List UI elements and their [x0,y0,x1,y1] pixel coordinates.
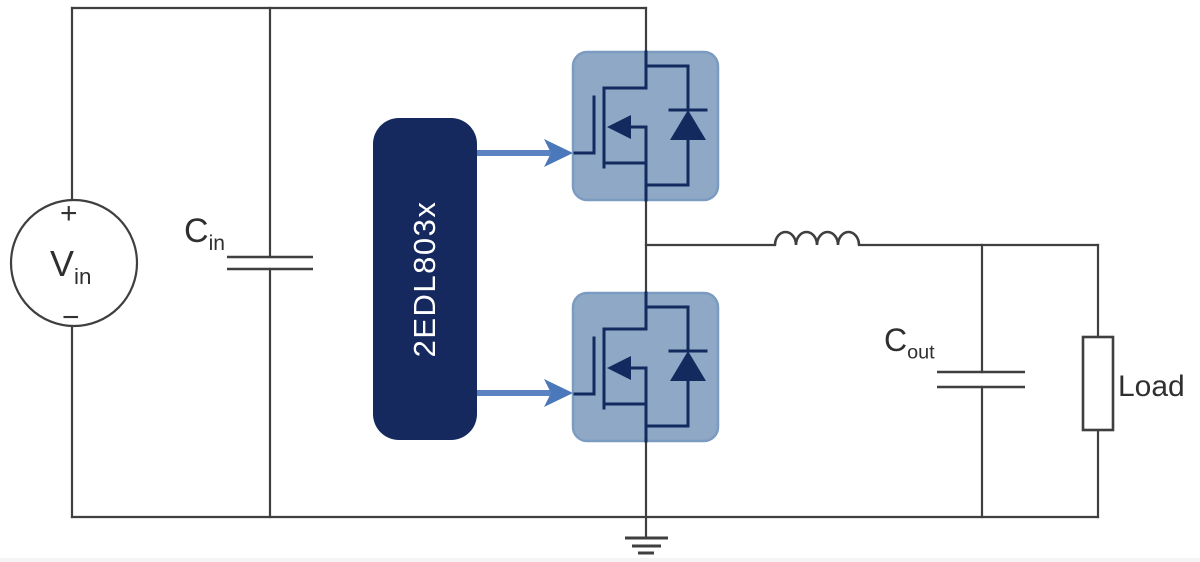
vin-label-sub: in [74,264,92,290]
input-capacitor-label: Cin [184,214,225,254]
vin-label-main: V [50,243,75,284]
gate-drive-arrow-bottom [477,379,573,407]
bottom-border-strip [0,558,1200,562]
inductor-symbol [773,230,861,246]
vin-minus-sign: − [62,301,80,334]
output-capacitor-symbol [937,370,1025,389]
load-resistor-symbol [1081,335,1115,432]
wires [70,6,1100,540]
cin-label-main: C [184,212,209,250]
input-capacitor-symbol [227,255,313,271]
cout-label-sub: out [907,341,935,364]
cout-label-main: C [884,322,908,358]
load-label: Load [1118,370,1185,403]
gate-driver-label: 2EDL803x [407,200,442,358]
output-capacitor-label: Cout [884,324,935,363]
vin-label: Vin [50,246,91,289]
gate-driver-block [373,118,477,440]
low-side-mosfet-icon [571,291,720,443]
cin-label-sub: in [208,231,225,255]
high-side-mosfet-icon [571,50,720,202]
ground-icon [625,536,668,555]
gate-drive-arrow-top [477,139,573,167]
voltage-source-symbol [9,198,139,328]
vin-plus-sign: + [60,197,78,230]
